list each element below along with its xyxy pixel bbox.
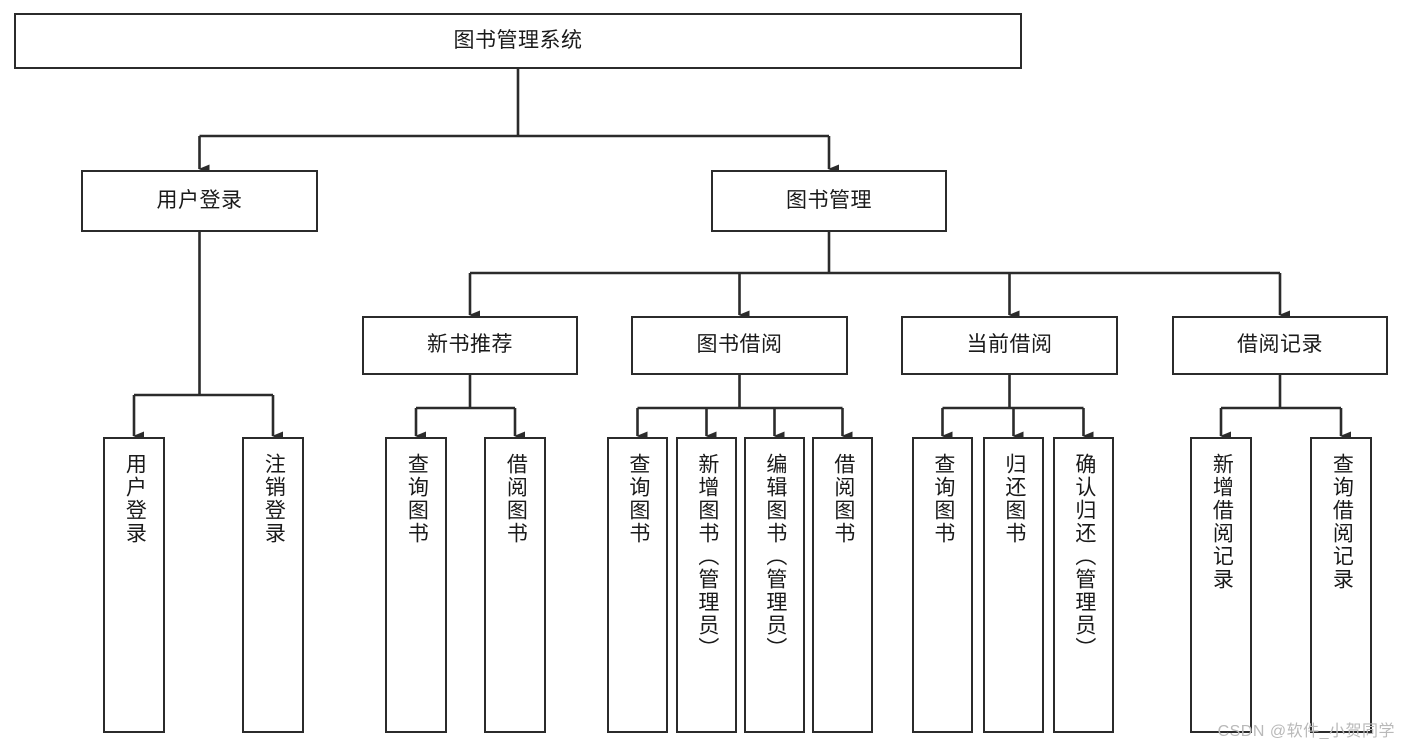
node-borrow[interactable]: 图书借阅 <box>631 316 848 375</box>
node-root[interactable]: 图书管理系统 <box>14 13 1022 69</box>
node-cb-return[interactable]: 归还图书 <box>983 437 1044 733</box>
node-bookmgmt[interactable]: 图书管理 <box>711 170 947 232</box>
node-cb-confirm[interactable]: 确认归还（管理员） <box>1053 437 1114 733</box>
csdn-watermark: CSDN @软件_小贺同学 <box>1217 723 1395 740</box>
node-label: 查询图书 <box>931 453 955 545</box>
node-cb-query[interactable]: 查询图书 <box>912 437 973 733</box>
node-label: 用户登录 <box>123 453 147 545</box>
node-label: 新增借阅记录 <box>1210 453 1234 591</box>
node-logout[interactable]: 注销登录 <box>242 437 304 733</box>
node-login[interactable]: 用户登录 <box>81 170 318 232</box>
node-label: 查询借阅记录 <box>1330 453 1354 591</box>
node-label: 查询图书 <box>626 453 650 545</box>
node-label: 借阅图书 <box>504 453 528 545</box>
node-label: 新增图书（管理员） <box>695 453 719 660</box>
node-current[interactable]: 当前借阅 <box>901 316 1118 375</box>
node-label: 借阅图书 <box>831 453 855 545</box>
node-label: 确认归还（管理员） <box>1072 453 1096 660</box>
node-bw-edit[interactable]: 编辑图书（管理员） <box>744 437 805 733</box>
node-nb-borrow[interactable]: 借阅图书 <box>484 437 546 733</box>
node-rc-query[interactable]: 查询借阅记录 <box>1310 437 1372 733</box>
node-userlogin[interactable]: 用户登录 <box>103 437 165 733</box>
node-label: 新书推荐 <box>427 333 513 357</box>
node-label: 图书管理系统 <box>453 28 583 52</box>
node-label: 图书管理 <box>786 188 872 212</box>
node-bw-add[interactable]: 新增图书（管理员） <box>676 437 737 733</box>
node-label: 图书借阅 <box>696 333 783 357</box>
node-label: 当前借阅 <box>966 333 1053 357</box>
node-label: 注销登录 <box>262 453 286 545</box>
node-label: 编辑图书（管理员） <box>763 453 787 660</box>
node-label: 归还图书 <box>1002 453 1026 545</box>
node-label: 借阅记录 <box>1237 333 1323 357</box>
node-label: 查询图书 <box>405 453 429 545</box>
node-newbook[interactable]: 新书推荐 <box>362 316 578 375</box>
node-records[interactable]: 借阅记录 <box>1172 316 1388 375</box>
node-nb-query[interactable]: 查询图书 <box>385 437 447 733</box>
node-label: 用户登录 <box>156 188 243 212</box>
node-bw-borrow[interactable]: 借阅图书 <box>812 437 873 733</box>
node-bw-query[interactable]: 查询图书 <box>607 437 668 733</box>
node-rc-add[interactable]: 新增借阅记录 <box>1190 437 1252 733</box>
